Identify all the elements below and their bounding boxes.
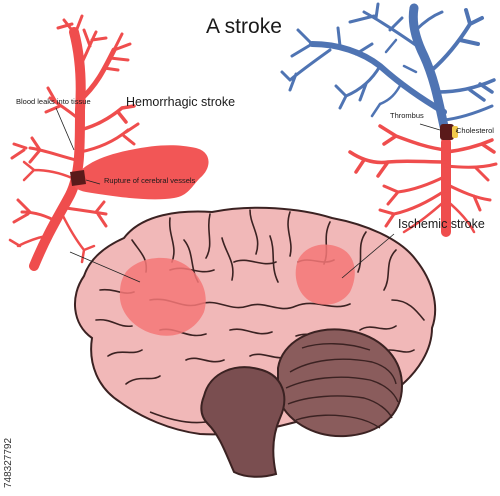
cholesterol-leader xyxy=(455,129,459,133)
hemorrhagic-leader xyxy=(69,251,141,283)
cholesterol-label: Cholesterol xyxy=(456,126,494,135)
cerebellum xyxy=(277,328,404,438)
stock-id: 748327792 xyxy=(3,437,14,488)
thrombus-leader xyxy=(419,123,441,131)
hemorrhagic-stroke-label: Hemorrhagic stroke xyxy=(126,95,236,109)
leader-lines xyxy=(55,107,459,283)
blood-leaks-label: Blood leaks into tissue xyxy=(16,97,91,106)
rupture-leader xyxy=(85,179,101,185)
cerebellum-folds xyxy=(285,343,399,429)
artery-tree-right xyxy=(348,124,498,237)
rupture-point xyxy=(70,170,86,186)
ischemic-lesion xyxy=(295,244,355,305)
temporal-lobe-edge xyxy=(149,411,207,424)
ischemic-stroke-label: Ischemic stroke xyxy=(398,217,485,231)
vein-tree xyxy=(280,2,496,140)
ruptured-artery-tree xyxy=(8,14,140,271)
blood-leaks-leader xyxy=(55,107,75,151)
blood-pool xyxy=(73,145,209,200)
ischemic-leader xyxy=(341,233,395,279)
brainstem xyxy=(200,366,286,478)
brain xyxy=(73,206,437,478)
cholesterol-plaque xyxy=(452,126,458,138)
thrombus-label: Thrombus xyxy=(390,111,424,120)
thrombus-plug xyxy=(440,124,454,140)
diagram-title: A stroke xyxy=(206,15,282,38)
hemorrhage-lesion xyxy=(119,257,206,336)
stock-id-strip: 748327792 xyxy=(3,360,15,488)
rupture-label: Rupture of cerebral vessels xyxy=(104,176,196,185)
